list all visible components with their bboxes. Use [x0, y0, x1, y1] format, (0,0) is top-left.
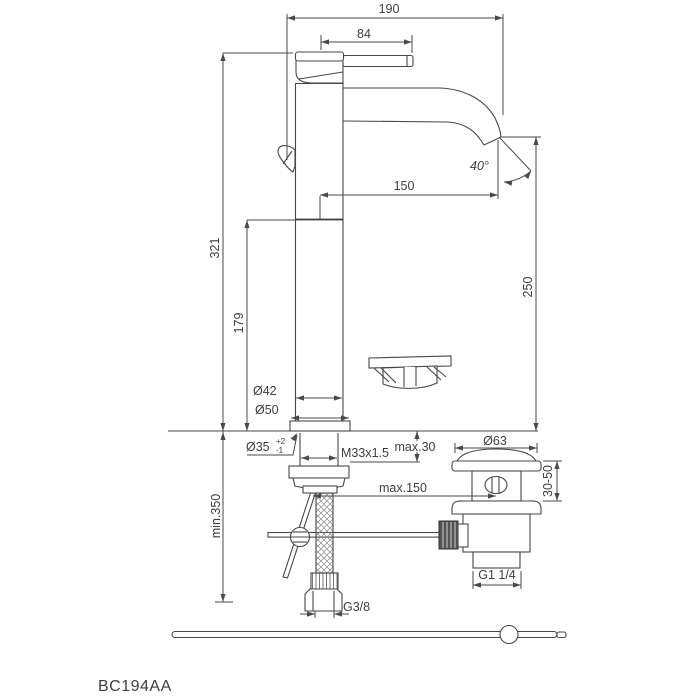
- dim-label-spout-angle: 40°: [470, 159, 489, 173]
- fixing-plate: [288, 465, 350, 479]
- dim-label-body-diameter: Ø42: [253, 384, 277, 398]
- product-code: BC194AA: [98, 678, 172, 695]
- faucet-handle: [277, 51, 414, 173]
- faucet-body: [289, 82, 351, 432]
- dim-label-hole-tol-lower: -1: [276, 446, 284, 455]
- waste-cap: [456, 448, 537, 462]
- dim-label-mounting-thread: M33x1.5: [341, 446, 389, 460]
- mounting-surface-line: [168, 430, 538, 463]
- dim-label-waste-thread: G1 1/4: [478, 568, 516, 582]
- dim-label-hole-tol-upper: +2: [276, 437, 286, 446]
- dim-label-basin-thickness: 30-50: [541, 465, 555, 497]
- dim-label-handle-length: 84: [357, 27, 371, 41]
- supply-nut: [304, 588, 343, 612]
- handle-lever: [342, 54, 414, 68]
- pop-up-waste: [438, 448, 542, 569]
- base-gasket-part: [368, 355, 452, 389]
- waste-tailpiece: [472, 551, 521, 569]
- dim-label-supply-connection: G3/8: [343, 600, 370, 614]
- mounting-shank: [288, 433, 350, 494]
- waste-mounting-flange: [451, 500, 542, 515]
- dimension-lines: [220, 15, 560, 617]
- dim-label-overall-height: 321: [208, 238, 222, 259]
- dimension-labels: 190 84 150 40° 321 179 250 Ø42 Ø50 Ø35 +…: [208, 2, 555, 614]
- supply-hose: [304, 492, 343, 612]
- dim-label-min-hose: min.350: [209, 494, 223, 539]
- faucet-spout: [342, 87, 502, 146]
- waste-pivot: [484, 475, 508, 495]
- dim-label-hole-diameter: Ø35: [246, 440, 270, 454]
- dim-label-spout-reach: 150: [394, 179, 415, 193]
- handle-skirt: [295, 59, 344, 84]
- dim-label-max-deck: max.30: [395, 440, 436, 454]
- rod-ball-joint: [289, 526, 311, 548]
- pop-up-rod-part: [171, 624, 567, 645]
- faucet-base-flange: [289, 420, 351, 432]
- dim-label-outlet-clearance: 250: [521, 277, 535, 298]
- waste-lower-body: [462, 513, 531, 553]
- dim-label-max-rod: max.150: [379, 481, 427, 495]
- dim-label-overall-width: 190: [379, 2, 400, 16]
- dim-label-base-diameter: Ø50: [255, 403, 279, 417]
- handle-cap: [294, 51, 345, 62]
- waste-top-flange: [451, 460, 542, 472]
- dim-label-spout-height: 179: [232, 313, 246, 334]
- extension-lines: [215, 14, 562, 618]
- dim-label-waste-flange-diameter: Ø63: [483, 434, 507, 448]
